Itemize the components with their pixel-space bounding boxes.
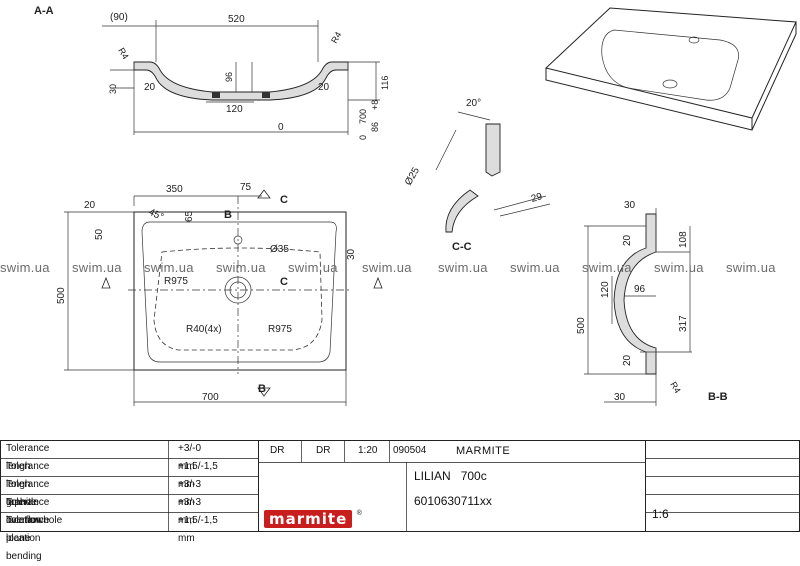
scale: 1:6 bbox=[652, 507, 669, 521]
svg-text:swim.ua: swim.ua bbox=[288, 260, 338, 275]
dim-30: 30 bbox=[108, 84, 118, 94]
plan-d350: 350 bbox=[166, 184, 183, 195]
svg-text:swim.ua: swim.ua bbox=[362, 260, 412, 275]
svg-text:swim.ua: swim.ua bbox=[0, 260, 50, 275]
cc-dia: Ø25 bbox=[403, 165, 422, 187]
dim-r4-left: R4 bbox=[116, 46, 130, 61]
plan-d700: 700 bbox=[202, 392, 219, 403]
technical-drawing: A-A (90) 520 R4 R4 30 20 20 96 120 116 7… bbox=[0, 5, 797, 406]
plan-d500: 500 bbox=[56, 287, 67, 304]
bb-d500: 500 bbox=[576, 317, 587, 334]
svg-text:swim.ua: swim.ua bbox=[726, 260, 776, 275]
plan-angle45: 45° bbox=[147, 207, 165, 223]
bb-d120: 120 bbox=[600, 281, 611, 298]
bb-r4: R4 bbox=[668, 380, 682, 395]
dim-700-aa: 0 bbox=[278, 122, 284, 133]
checked-by: DR bbox=[316, 445, 331, 456]
svg-text:swim.ua: swim.ua bbox=[510, 260, 560, 275]
marker-c-top: C bbox=[280, 194, 288, 206]
bb-d20b: 20 bbox=[622, 354, 633, 366]
plan-d30: 30 bbox=[346, 248, 357, 260]
product-code: 6010630711xx bbox=[414, 494, 492, 508]
svg-text:swim.ua: swim.ua bbox=[144, 260, 194, 275]
section-cc-title: C-C bbox=[452, 241, 472, 253]
scale-small: 1:20 bbox=[358, 445, 378, 456]
dim-120: 120 bbox=[226, 104, 243, 115]
svg-text:swim.ua: swim.ua bbox=[72, 260, 122, 275]
dim-96: 96 bbox=[224, 72, 234, 82]
plan-r40: R40(4x) bbox=[186, 324, 222, 335]
section-cc: 20° Ø25 29 C-C bbox=[403, 98, 551, 253]
bb-d20a: 20 bbox=[622, 234, 633, 246]
marker-c-mid: C bbox=[280, 276, 288, 288]
marker-b-top: B bbox=[224, 209, 232, 221]
bb-d317: 317 bbox=[678, 315, 689, 332]
bb-d108: 108 bbox=[678, 231, 689, 248]
cc-d29: 29 bbox=[530, 191, 544, 205]
bb-d30a: 30 bbox=[624, 200, 636, 211]
company-name: MARMITE bbox=[456, 445, 511, 457]
dim-plus8: 700 bbox=[358, 109, 368, 124]
plan-view: 20 350 75 45° 65 50 500 Ø35 R975 R40(4x)… bbox=[56, 182, 383, 406]
svg-text:swim.ua: swim.ua bbox=[582, 260, 632, 275]
dim-20-right: 20 bbox=[318, 82, 330, 93]
drawn-by: DR bbox=[270, 445, 285, 456]
basin-profile bbox=[133, 61, 349, 101]
svg-text:swim.ua: swim.ua bbox=[654, 260, 704, 275]
dim-90: (90) bbox=[110, 12, 128, 23]
marmite-logo: marmite ® bbox=[264, 510, 388, 528]
watermarks: swim.ua swim.ua swim.ua swim.ua swim.ua … bbox=[0, 260, 776, 275]
bb-d30b: 30 bbox=[614, 392, 626, 403]
product-name: LILIAN 700c bbox=[414, 469, 487, 483]
title-block: Tolerance lengh +3/-0 mm Tolerance lengh… bbox=[0, 440, 800, 562]
marker-b-bot: B bbox=[258, 383, 266, 395]
plan-d65: 65 bbox=[184, 210, 195, 222]
sink-3d-view bbox=[544, 7, 797, 131]
dim-r4-right: R4 bbox=[329, 30, 343, 45]
dim-20-left: 20 bbox=[144, 82, 156, 93]
plan-dia35: Ø35 bbox=[270, 244, 289, 255]
plan-r975a: R975 bbox=[164, 276, 188, 287]
plan-d20: 20 bbox=[84, 200, 96, 211]
dim-86: 0 bbox=[358, 135, 368, 140]
section-aa: A-A (90) 520 R4 R4 30 20 20 96 120 116 7… bbox=[34, 5, 390, 140]
dim-0a: +8 bbox=[370, 100, 380, 110]
dim-520: 520 bbox=[228, 14, 245, 25]
dim-0b: 86 bbox=[370, 122, 380, 132]
section-aa-title: A-A bbox=[34, 5, 54, 17]
drawing-number: 090504 bbox=[393, 445, 427, 456]
section-bb-title: B-B bbox=[708, 391, 728, 403]
svg-text:swim.ua: swim.ua bbox=[438, 260, 488, 275]
plan-d50: 50 bbox=[94, 228, 105, 240]
cc-angle: 20° bbox=[466, 98, 481, 109]
dim-116: 116 bbox=[380, 76, 390, 90]
plan-r975b: R975 bbox=[268, 324, 292, 335]
section-bb: 30 20 108 120 96 500 317 20 R4 30 B-B bbox=[576, 200, 728, 406]
plan-d75: 75 bbox=[240, 182, 252, 193]
svg-text:swim.ua: swim.ua bbox=[216, 260, 266, 275]
bb-d96: 96 bbox=[634, 284, 646, 295]
